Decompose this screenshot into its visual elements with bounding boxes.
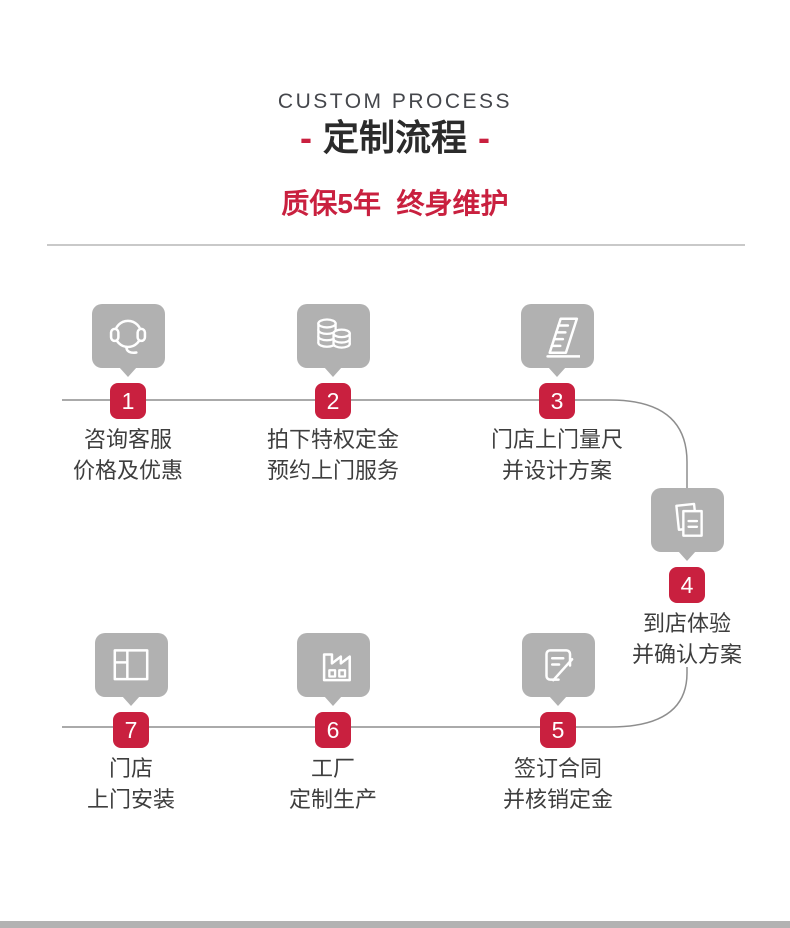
step-4: 4 到店体验 并确认方案: [577, 488, 790, 670]
step-icon-bubble: [94, 633, 168, 697]
step-caption: 签订合同 并核销定金: [448, 753, 668, 815]
step-caption-line: 签订合同: [513, 756, 602, 781]
step-number-badge: 3: [539, 383, 575, 419]
step-2: 2 拍下特权定金 预约上门服务: [223, 304, 443, 486]
step-caption-line: 拍下特权定金: [266, 427, 399, 452]
step-caption-line: 上门安装: [86, 787, 175, 812]
step-caption: 拍下特权定金 预约上门服务: [223, 424, 443, 486]
step-caption-line: 价格及优惠: [72, 458, 183, 483]
step-icon-bubble: [296, 304, 370, 368]
next-section-edge: [0, 921, 790, 928]
step-caption-line: 并确认方案: [631, 642, 742, 667]
step-number-badge: 6: [315, 712, 351, 748]
step-caption-line: 工厂: [310, 756, 355, 781]
coins-icon: [317, 318, 351, 349]
section-eyebrow: CUSTOM PROCESS: [277, 90, 513, 113]
step-icon-bubble: [296, 633, 370, 697]
step-caption: 门店 上门安装: [21, 753, 241, 815]
step-caption-line: 门店: [108, 756, 153, 781]
header-divider: [47, 244, 745, 246]
step-caption: 到店体验 并确认方案: [577, 608, 790, 670]
section-title: -定制流程-: [0, 116, 790, 160]
step-caption: 工厂 定制生产: [223, 753, 443, 815]
step-caption-line: 预约上门服务: [266, 458, 399, 483]
step-number-badge: 2: [315, 383, 351, 419]
documents-icon: [675, 502, 703, 537]
step-icon-bubble: [91, 304, 165, 368]
contract-icon: [545, 649, 574, 682]
section-subtitle: 质保5年 终身维护: [281, 188, 509, 219]
step-caption-line: 到店体验: [642, 611, 731, 636]
step-1: 1 咨询客服 价格及优惠: [18, 304, 238, 486]
step-6: 6 工厂 定制生产: [223, 633, 443, 815]
step-caption-line: 定制生产: [288, 787, 377, 812]
step-number-badge: 7: [113, 712, 149, 748]
step-caption-line: 并设计方案: [501, 458, 612, 483]
ruler-icon: [546, 317, 580, 358]
step-7: 7 门店 上门安装: [21, 633, 241, 815]
step-3: 3 门店上门量尺 并设计方案: [447, 304, 667, 486]
step-5: 5 签订合同 并核销定金: [448, 633, 668, 815]
step-caption-line: 门店上门量尺: [490, 427, 623, 452]
factory-icon: [322, 653, 351, 682]
step-caption: 咨询客服 价格及优惠: [18, 424, 238, 486]
headset-icon: [109, 319, 147, 354]
step-number-badge: 4: [669, 567, 705, 603]
step-caption-line: 咨询客服: [83, 427, 172, 452]
step-number-badge: 1: [110, 383, 146, 419]
step-icon-bubble: [650, 488, 724, 552]
step-icon-bubble: [520, 304, 594, 368]
step-icon-bubble: [521, 633, 595, 697]
title-dash-right: -: [478, 117, 490, 158]
step-number-badge: 5: [540, 712, 576, 748]
store-install-icon: [113, 649, 149, 681]
step-caption-line: 并核销定金: [502, 787, 613, 812]
step-caption: 门店上门量尺 并设计方案: [447, 424, 667, 486]
title-dash-left: -: [299, 117, 312, 158]
section-title-text: 定制流程: [322, 117, 467, 158]
